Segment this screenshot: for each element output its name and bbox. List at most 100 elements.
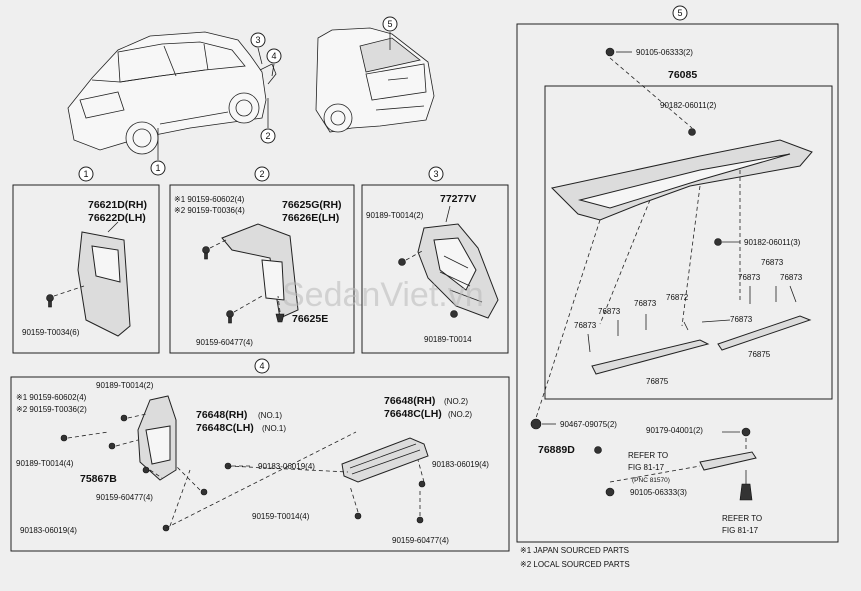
label-76872: 76872 [666, 293, 689, 302]
label-75867B: 75867B [80, 473, 117, 485]
label-76625E: 76625E [292, 313, 328, 325]
label-76648-no2: 76648(RH) [384, 395, 435, 407]
car-front-sketch [67, 31, 277, 155]
label-90189-T0014-2: 90189-T0014(2) [366, 211, 424, 220]
note-japan-sourced: ※1 JAPAN SOURCED PARTS [520, 546, 629, 555]
clip-icon [398, 258, 406, 266]
screw-icon [202, 246, 210, 260]
label-76621D: 76621D(RH) [88, 199, 147, 211]
panel-3-number: 3 [433, 169, 438, 179]
label-90105-06333-2: 90105-06333(2) [636, 48, 693, 57]
label-p4-90189-T0014-4: 90189-T0014(4) [16, 459, 74, 468]
label-p4-90159-T0036: ※2 90159-T0036(2) [16, 405, 87, 414]
label-76875-a: 76875 [748, 350, 771, 359]
label-p4-90159-T0014: 90159-T0014(4) [252, 512, 310, 521]
screw-icon [226, 310, 234, 324]
label-76873-g: 76873 [730, 315, 753, 324]
label-76875-b: 76875 [646, 377, 669, 386]
label-76873-c: 76873 [780, 273, 803, 282]
label-76622D: 76622D(LH) [88, 212, 146, 224]
label-76648-no1: 76648(RH) [196, 409, 247, 421]
panel-3: 3 77277V 90189-T0014(2) 90189-T0014 [361, 166, 509, 354]
label-90159-T0034: 90159-T0034(6) [22, 328, 80, 337]
svg-text:(NO.1): (NO.1) [258, 411, 282, 420]
clip-icon [120, 414, 128, 422]
svg-text:5: 5 [387, 19, 392, 29]
note-local-sourced: ※2 LOCAL SOURCED PARTS [520, 560, 630, 569]
panel-1: 1 76621D(RH) 76622D(LH) 90159-T0034(6) [12, 166, 160, 354]
stop-lamp [699, 451, 757, 471]
label-p4-90159-60477: 90159-60477(4) [96, 493, 153, 502]
clip-icon [275, 313, 285, 323]
label-76625G: 76625G(RH) [282, 199, 342, 211]
callout-3-car[interactable]: 3 [250, 32, 266, 65]
label-76889D: 76889D [538, 444, 575, 456]
car-rear-sketch [315, 27, 435, 133]
label-90179-04001: 90179-04001(2) [646, 426, 703, 435]
callout-2-car[interactable]: 2 [260, 98, 276, 144]
refer-fig-2: FIG 81-17 [722, 526, 759, 535]
svg-text:4: 4 [271, 51, 276, 61]
svg-text:1: 1 [155, 163, 160, 173]
clip-icon [60, 434, 68, 442]
label-90182-06011-3: 90182-06011(3) [744, 238, 801, 247]
nut-icon [714, 238, 722, 246]
clip-icon [142, 466, 150, 474]
svg-text:3: 3 [255, 35, 260, 45]
callout-5-car[interactable]: 5 [382, 16, 398, 50]
moulding-76875-b [591, 339, 710, 375]
label-90189-T0014: 90189-T0014 [424, 335, 472, 344]
clip-icon [450, 310, 458, 318]
svg-text:(NO.1): (NO.1) [262, 424, 286, 433]
callout-4-car[interactable]: 4 [266, 48, 282, 77]
panel-5: 5 90105-06333(2) 76085 90182-06011(2) 90… [516, 5, 839, 543]
side-protector-no2 [341, 437, 429, 483]
nut-icon [741, 427, 751, 437]
label-90182-06011-2: 90182-06011(2) [660, 101, 717, 110]
label-76085: 76085 [668, 69, 697, 81]
refer-to-1: REFER TO [628, 451, 668, 460]
nut-icon [688, 128, 696, 136]
panel-2-number: 2 [259, 169, 264, 179]
screw-icon [200, 488, 208, 496]
svg-text:(NO.2): (NO.2) [448, 410, 472, 419]
grommet-icon [530, 418, 542, 430]
clip-icon [594, 446, 602, 454]
label-p4-90183-06019-b: 90183-06019(4) [258, 462, 315, 471]
label-90105-06333-3: 90105-06333(3) [630, 488, 687, 497]
screw-icon [605, 487, 615, 497]
panel-2: 2 ※1 90159-60602(4) ※2 90159-T0036(4) 76… [169, 166, 355, 354]
watermark: SedanViet.vn [282, 276, 484, 314]
label-90159-T0036: ※2 90159-T0036(4) [174, 206, 245, 215]
moulding-76875-a [717, 315, 812, 351]
refer-to-2: REFER TO [722, 514, 762, 523]
label-p4-90189-T0014-2: 90189-T0014(2) [96, 381, 154, 390]
label-76648C-no2: 76648C(LH) [384, 408, 442, 420]
label-77277V: 77277V [440, 193, 476, 205]
label-90159-60602: ※1 90159-60602(4) [174, 195, 245, 204]
panel-1-number: 1 [83, 169, 88, 179]
screw-icon [354, 512, 362, 520]
label-p4-90183-06019-a: 90183-06019(4) [20, 526, 77, 535]
label-76873-f: 76873 [574, 321, 597, 330]
label-p4-90159-60477-b: 90159-60477(4) [392, 536, 449, 545]
clip-icon [108, 442, 116, 450]
label-76873-e: 76873 [598, 307, 621, 316]
svg-text:2: 2 [265, 131, 270, 141]
label-p4-90183-06019-c: 90183-06019(4) [432, 460, 489, 469]
label-p4-90159-60602: ※1 90159-60602(4) [16, 393, 87, 402]
panel-5-number: 5 [677, 8, 682, 18]
label-76873-a: 76873 [761, 258, 784, 267]
refer-fig-1: FIG 81-17 [628, 463, 665, 472]
screw-icon [416, 516, 424, 524]
refer-pnc: (PNC 81570) [632, 477, 670, 484]
label-90159-60477: 90159-60477(4) [196, 338, 253, 347]
panel-4-number: 4 [259, 361, 264, 371]
panel-4: 4 90189-T0014(2) ※1 90159-60602(4) ※2 90… [10, 358, 510, 552]
label-76873-d: 76873 [634, 299, 657, 308]
label-76648C-no1: 76648C(LH) [196, 422, 254, 434]
label-76626E: 76626E(LH) [282, 212, 339, 224]
callout-1-car[interactable]: 1 [150, 128, 166, 176]
screw-icon [46, 294, 54, 308]
